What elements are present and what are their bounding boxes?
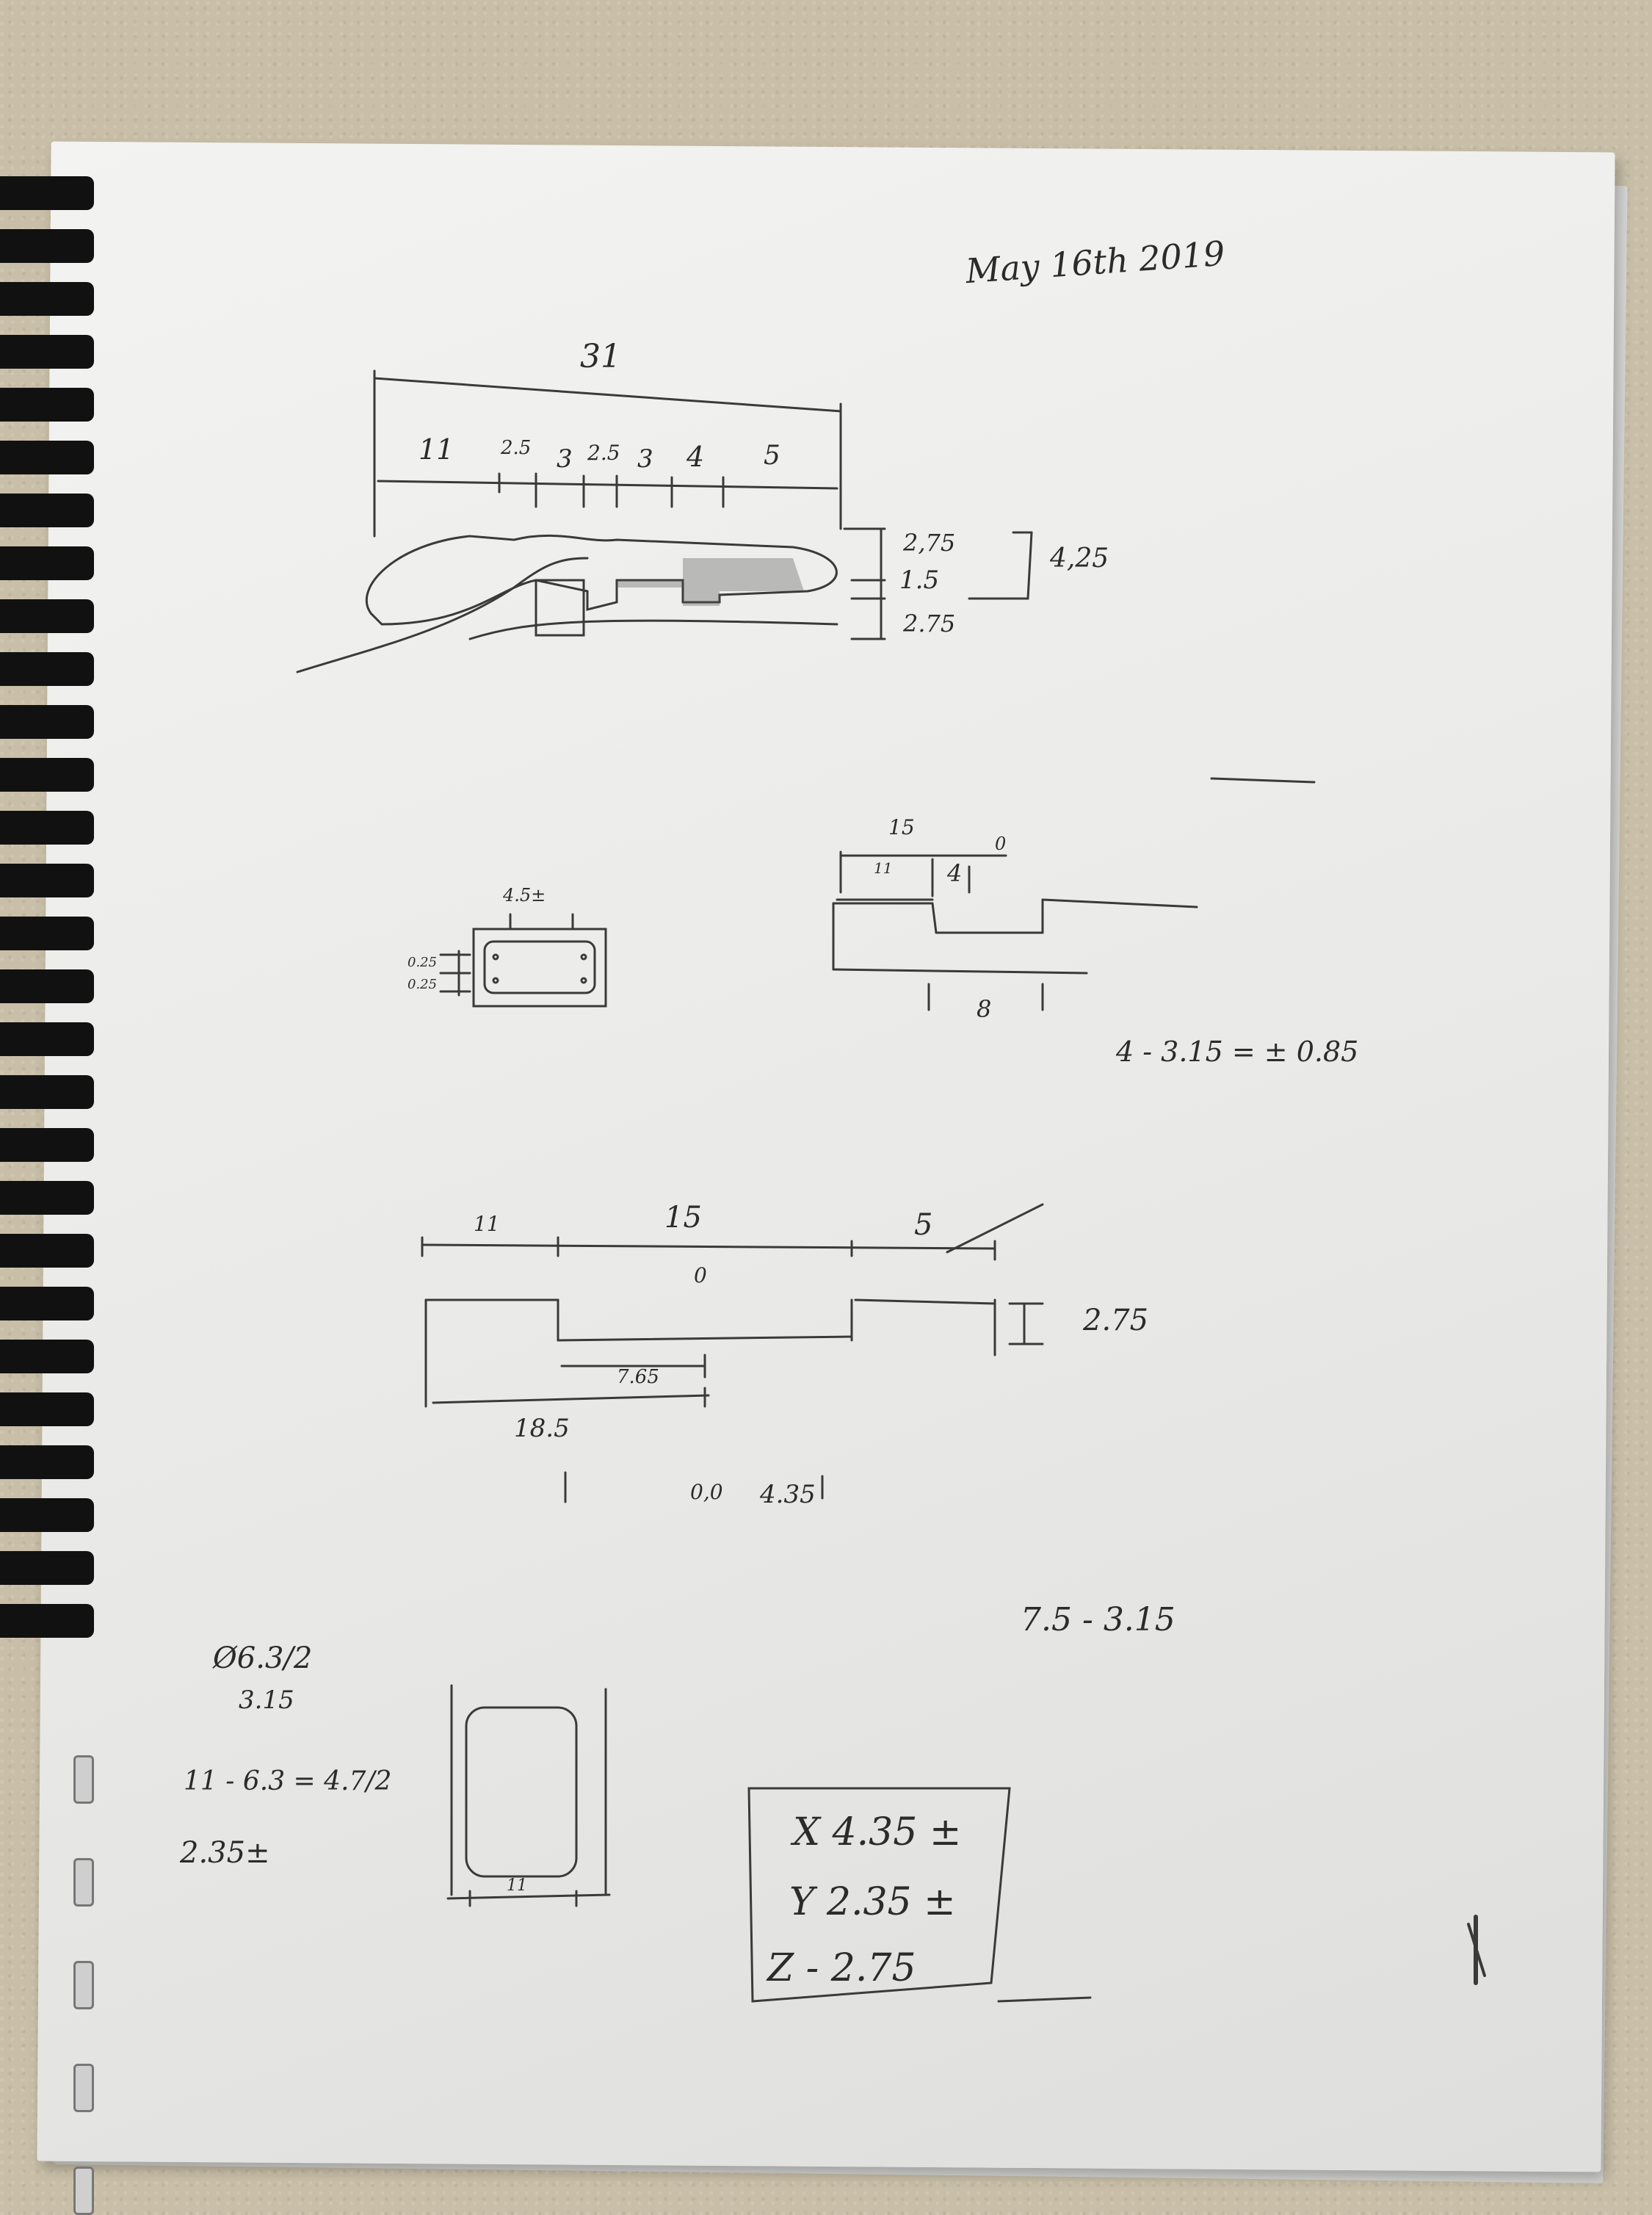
fig3-bottom-dim: 8 (977, 995, 992, 1023)
binder-ring (0, 229, 94, 263)
binder-ring (0, 1022, 94, 1056)
binder-ring (0, 652, 94, 686)
binder-ring (0, 599, 94, 633)
binder-ring (0, 1075, 94, 1109)
fig4-zero: 0 (694, 1263, 707, 1287)
fig2-plate-sketch (439, 913, 607, 1008)
binder-ring (0, 1498, 94, 1532)
fig4-middle-dim: 15 (664, 1201, 702, 1235)
fig3-calculation: 4 - 3.15 = ± 0.85 (1116, 1036, 1359, 1068)
fig1-height-top: 2,75 (903, 529, 956, 557)
fig1-seg-5: 5 (764, 441, 780, 471)
fig3-top-dim: 15 (888, 815, 915, 839)
binder-ring (0, 969, 94, 1003)
binder-hole (73, 1755, 94, 1804)
fig1-seg-11: 11 (419, 433, 454, 466)
answer-z: Z - 2.75 (767, 1946, 916, 1990)
fig1-seg-3a: 3 (557, 444, 573, 474)
fig1-seg-2-5b: 2.5 (587, 441, 620, 465)
fig4-left-dim: 11 (474, 1212, 500, 1236)
fig4-step-sketch (421, 1203, 1044, 1503)
answer-box-outline (747, 1787, 1092, 2003)
calc-diameter: Ø6.3/2 (213, 1641, 313, 1675)
binder-ring (0, 1340, 94, 1373)
binder-ring (0, 546, 94, 580)
binder-ring (0, 1181, 94, 1215)
answer-x: X 4.35 ± (793, 1810, 962, 1854)
calc-offset: 2.35± (180, 1836, 270, 1870)
calc-radius: 3.15 (239, 1685, 294, 1715)
fig4-x-value: 4.35 (760, 1480, 816, 1509)
fig4-right-dim: 5 (914, 1208, 933, 1242)
binder-spine (0, 176, 95, 2215)
fig1-height-bottom: 2.75 (903, 610, 956, 637)
binder-ring (0, 917, 94, 950)
fig1-overall-dim: 31 (580, 338, 621, 375)
binder-ring (0, 441, 94, 474)
calc-right: 7.5 - 3.15 (1021, 1601, 1175, 1638)
binder-ring (0, 811, 94, 845)
fig2-offset-top: 0.25 (407, 955, 438, 970)
binder-ring (0, 1287, 94, 1320)
binder-ring (0, 1234, 94, 1268)
binder-ring (0, 388, 94, 422)
fig4-height-dim: 2.75 (1083, 1304, 1149, 1337)
fig3-left-dim: 11 (874, 859, 893, 877)
fig4-bottom-dim: 18.5 (514, 1414, 570, 1443)
fig3-zero: 0 (995, 834, 1007, 854)
fig5-slot-sketch (446, 1684, 611, 1907)
fig4-origin: 0,0 (690, 1480, 723, 1504)
binder-ring (0, 758, 94, 792)
binder-ring (0, 1392, 94, 1426)
binder-hole (73, 1961, 94, 2009)
fig1-seg-3b: 3 (637, 444, 653, 474)
fig1-height-mid: 1.5 (899, 566, 940, 595)
fig3-mid-dim: 4 (947, 859, 963, 887)
binder-ring (0, 1604, 94, 1638)
binder-ring (0, 864, 94, 897)
binder-hole (73, 1858, 94, 1907)
fig1-seg-2-5a: 2.5 (501, 437, 532, 459)
answer-y: Y 2.35 ± (789, 1880, 956, 1924)
binder-ring (0, 1551, 94, 1585)
binder-hole (73, 2064, 94, 2112)
binder-ring (0, 282, 94, 316)
fig3-step-sketch (832, 777, 1316, 1011)
binder-ring (0, 335, 94, 369)
fig2-width-dim: 4.5± (503, 885, 546, 906)
corner-mark (1467, 1915, 1486, 1985)
calc-difference: 11 - 6.3 = 4.7/2 (184, 1766, 392, 1796)
fig1-seg-4: 4 (686, 441, 705, 473)
binder-ring (0, 1445, 94, 1479)
binder-ring (0, 494, 94, 527)
fig5-width-dim: 11 (507, 1876, 527, 1895)
binder-ring (0, 705, 94, 739)
binder-ring (0, 1128, 94, 1162)
fig1-total-height: 4,25 (1050, 543, 1109, 574)
fig1-profile-sketch (296, 369, 1033, 673)
fig4-inner-dim: 7.65 (617, 1366, 659, 1388)
binder-ring (0, 176, 94, 210)
fig2-offset-bottom: 0.25 (407, 977, 438, 992)
